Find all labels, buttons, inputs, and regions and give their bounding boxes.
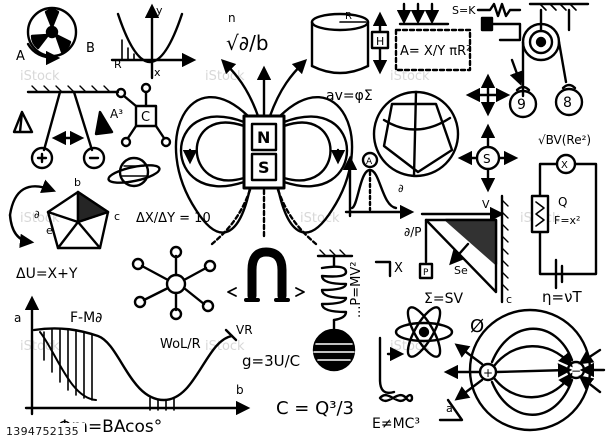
dipole-plus-label: + bbox=[483, 366, 493, 380]
area-formula: A= X/Y πR² bbox=[400, 44, 471, 59]
spring-mass-diagram bbox=[312, 249, 356, 372]
prism-icon bbox=[12, 110, 34, 134]
watermark-layer: iStock iStock iStock iStock iStock iStoc… bbox=[20, 69, 560, 354]
energy-formula: E≠MC³ bbox=[372, 416, 420, 432]
force-arrows bbox=[396, 2, 450, 26]
molecule-c-label: C bbox=[141, 110, 150, 125]
q-label: Q bbox=[558, 195, 567, 209]
triangle-icon bbox=[438, 398, 464, 422]
fan-label-a: A bbox=[16, 49, 25, 64]
watermark-text: iStock bbox=[205, 69, 245, 84]
wol-formula: WoL/R bbox=[160, 337, 201, 352]
molecule-network bbox=[131, 245, 217, 321]
planet-icon bbox=[107, 156, 161, 188]
av-formula: av=φΣ bbox=[326, 88, 373, 104]
eta-formula: η=νT bbox=[542, 288, 582, 306]
g-formula: g=3U/C bbox=[242, 352, 300, 370]
watermark-text: iStock bbox=[20, 339, 60, 354]
a-cubed-label: A³ bbox=[110, 107, 123, 121]
graph-b-label: b bbox=[236, 383, 244, 397]
watermark-text: iStock bbox=[20, 69, 60, 84]
pulley-diagram bbox=[508, 2, 590, 119]
pentagon-diagram bbox=[8, 179, 110, 250]
horseshoe-magnet-icon bbox=[227, 247, 305, 302]
bell-curve-graph bbox=[342, 155, 415, 220]
triangle-a-label: a bbox=[446, 402, 453, 415]
hook-icon bbox=[378, 336, 396, 394]
momentum-formula: ...P=MV² bbox=[349, 262, 364, 318]
root-index: n bbox=[228, 11, 236, 25]
area-formula-box bbox=[394, 28, 472, 72]
incline-c-label: c bbox=[506, 293, 512, 306]
molecule-c-diagram bbox=[115, 82, 172, 148]
magnet-north-label: N bbox=[257, 128, 270, 147]
atom-icon bbox=[394, 306, 454, 358]
infinity-icon bbox=[378, 393, 414, 403]
cone-icon bbox=[94, 110, 114, 136]
inclined-plane-diagram bbox=[418, 194, 509, 304]
d-over-p-formula: ∂/P bbox=[404, 225, 421, 239]
bracket-mark bbox=[374, 260, 392, 278]
s-circle-label: S bbox=[483, 152, 491, 166]
pentagon-c-label: c bbox=[114, 210, 120, 223]
pentagon-b-label: b bbox=[74, 176, 81, 189]
incline-v-label: V bbox=[482, 198, 490, 211]
wave-graph bbox=[24, 295, 251, 416]
capacitance-formula: C = Q³/3 bbox=[276, 398, 354, 419]
s-radial-diagram bbox=[457, 123, 519, 193]
parabola-x-label: x bbox=[154, 66, 161, 79]
resistor-x-label: X bbox=[561, 160, 568, 171]
dipole-minus-label: − bbox=[571, 364, 581, 378]
cylinder-height-label: H bbox=[376, 35, 384, 48]
direction-cross-icon bbox=[465, 73, 511, 117]
watermark-text: iStock bbox=[390, 69, 430, 84]
sphere-triangle-diagram bbox=[372, 90, 460, 178]
cylinder-radius-label: R bbox=[345, 11, 352, 22]
bell-curve-a-label: A bbox=[366, 157, 373, 167]
circuit-snippet bbox=[476, 2, 522, 42]
magnet-south-label: S bbox=[258, 158, 270, 177]
dipole-field-diagram bbox=[443, 308, 606, 432]
weight-8-label: 8 bbox=[563, 95, 572, 111]
bv-formula: √BV(Re²) bbox=[538, 133, 591, 147]
graph-a-label: a bbox=[14, 311, 21, 325]
weight-9-label: 9 bbox=[517, 97, 526, 113]
watermark-text: iStock bbox=[205, 339, 245, 354]
incline-se-label: Se bbox=[454, 264, 468, 277]
fan-icon bbox=[26, 6, 78, 66]
bell-curve-marker bbox=[361, 151, 379, 169]
sigma-formula: Σ=SV bbox=[424, 291, 463, 307]
phi-symbol: Ø bbox=[470, 316, 484, 337]
cylinder-diagram bbox=[310, 11, 390, 75]
vr-label: VR bbox=[236, 323, 253, 337]
parabola-graph bbox=[110, 3, 197, 80]
fan-label-b: B bbox=[86, 41, 95, 56]
f-formula: F=x² bbox=[554, 214, 580, 227]
pendulum-cradle bbox=[26, 85, 120, 170]
parabola-r-label: R bbox=[114, 58, 122, 71]
delta-u-formula: ΔU=X+Y bbox=[16, 266, 78, 282]
pentagon-d-label: ∂ bbox=[34, 208, 40, 221]
ratio-formula: ΔX/ΔY = 10 bbox=[136, 211, 211, 226]
bell-curve-d-label: ∂ bbox=[398, 182, 404, 195]
pentagon-e-label: e bbox=[46, 224, 53, 237]
momentum-x-label: X bbox=[394, 261, 403, 276]
circuit-diagram bbox=[530, 153, 598, 290]
s-equals-k: S=K bbox=[452, 4, 476, 17]
parabola-y-label: y bbox=[156, 4, 163, 17]
f-minus-formula: F-M∂ bbox=[70, 310, 102, 326]
stock-id-label: 1394752135 bbox=[0, 423, 85, 441]
root-expression: √∂/b bbox=[226, 31, 269, 55]
bar-magnet-field bbox=[174, 58, 354, 246]
incline-p-label: P bbox=[423, 268, 429, 278]
